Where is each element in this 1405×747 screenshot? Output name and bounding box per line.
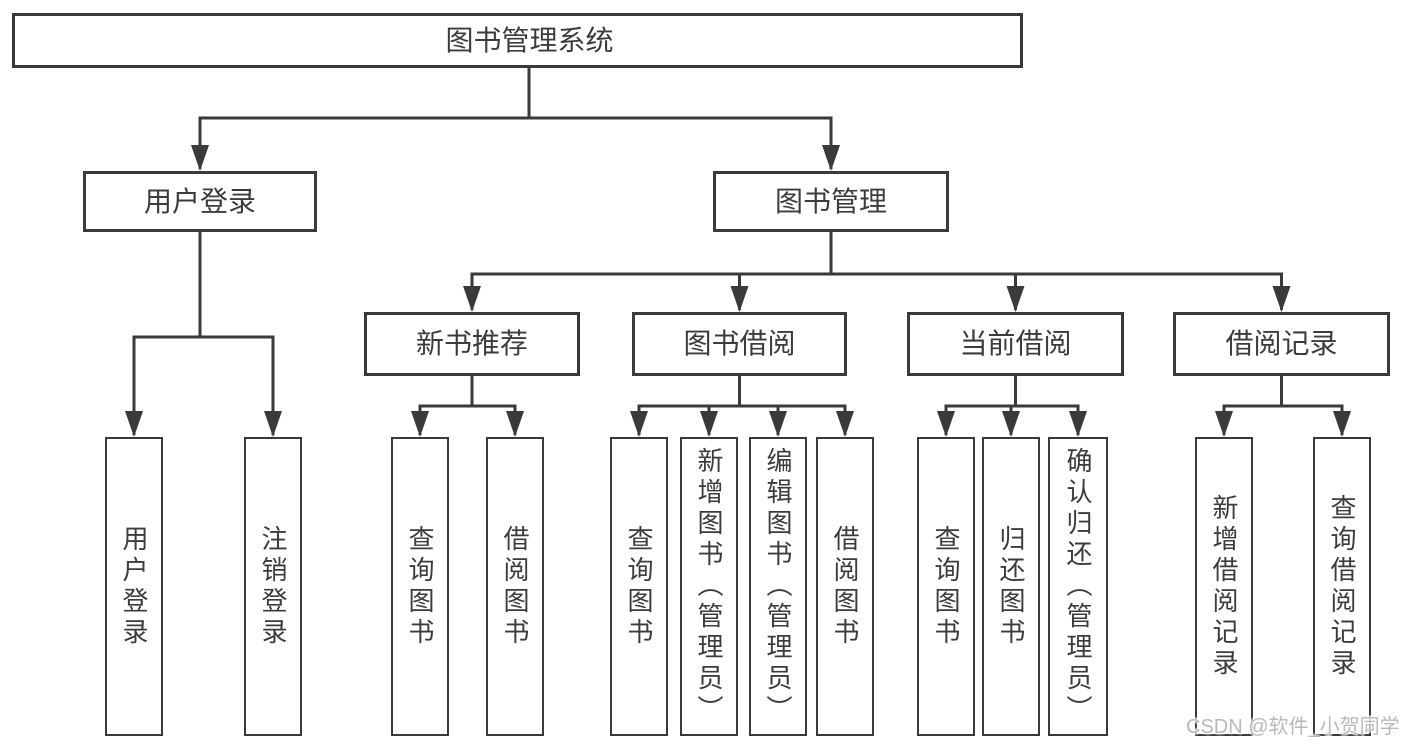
arrow-down-icon bbox=[125, 411, 143, 437]
arrow-down-icon bbox=[769, 411, 787, 437]
leaf-current-confirm-return-admin: 确认归还（管理员） bbox=[1048, 437, 1108, 736]
leaf-current-query-books: 查询图书 bbox=[917, 437, 975, 736]
leaf-borrowing-add-book-admin-label: 新增图书（管理员） bbox=[694, 447, 724, 726]
arrow-down-icon bbox=[411, 411, 429, 437]
leaf-borrowing-edit-book-admin-label: 编辑图书（管理员） bbox=[763, 447, 793, 726]
node-book-borrowing-label: 图书借阅 bbox=[683, 328, 796, 359]
node-book-management-label: 图书管理 bbox=[774, 185, 887, 217]
leaf-current-return-books: 归还图书 bbox=[982, 437, 1040, 736]
watermark: CSDN @软件_小贺同学 bbox=[1186, 716, 1400, 738]
leaf-recommend-query-books-label: 查询图书 bbox=[405, 524, 435, 649]
leaf-records-query-borrow-record: 查询借阅记录 bbox=[1313, 437, 1371, 736]
node-new-book-recommendation: 新书推荐 bbox=[364, 312, 580, 376]
edge-level3-mid-stems bbox=[738, 274, 1017, 310]
node-user-login: 用户登录 bbox=[83, 171, 317, 232]
node-root: 图书管理系统 bbox=[12, 13, 1023, 68]
leaf-borrowing-borrow-books: 借阅图书 bbox=[816, 437, 874, 736]
arrow-down-icon bbox=[191, 145, 209, 171]
leaf-records-add-borrow-record: 新增借阅记录 bbox=[1195, 437, 1253, 736]
leaf-current-query-books-label: 查询图书 bbox=[931, 524, 961, 649]
leaf-logout: 注销登录 bbox=[244, 437, 302, 736]
edge-level2-bar bbox=[198, 116, 833, 169]
arrow-down-icon bbox=[1215, 411, 1233, 437]
arrow-down-icon bbox=[1006, 286, 1025, 312]
leaf-recommend-borrow-books-label: 借阅图书 bbox=[500, 524, 530, 649]
leaf-recommend-query-books: 查询图书 bbox=[391, 437, 449, 736]
edge-user-login-bar bbox=[132, 335, 275, 435]
node-user-login-label: 用户登录 bbox=[143, 185, 256, 217]
arrow-down-icon bbox=[630, 411, 648, 437]
leaf-records-query-borrow-record-label: 查询借阅记录 bbox=[1327, 493, 1357, 680]
leaf-borrowing-query-books: 查询图书 bbox=[610, 437, 668, 736]
leaf-borrowing-borrow-books-label: 借阅图书 bbox=[830, 524, 860, 649]
arrow-down-icon bbox=[937, 411, 955, 437]
leaf-borrowing-edit-book-admin: 编辑图书（管理员） bbox=[749, 437, 807, 736]
node-current-borrowing: 当前借阅 bbox=[907, 312, 1124, 376]
arrow-down-icon bbox=[463, 286, 481, 312]
leaf-current-confirm-return-admin-label: 确认归还（管理员） bbox=[1063, 447, 1093, 726]
leaf-current-return-books-label: 归还图书 bbox=[996, 524, 1026, 649]
arrow-down-icon bbox=[1069, 411, 1087, 437]
node-borrowing-records: 借阅记录 bbox=[1173, 312, 1390, 376]
edge-new-book-group bbox=[418, 376, 517, 435]
arrow-down-icon bbox=[700, 411, 718, 437]
arrow-down-icon bbox=[730, 286, 749, 312]
arrow-down-icon bbox=[836, 411, 854, 437]
node-book-management: 图书管理 bbox=[713, 171, 949, 232]
leaf-logout-label: 注销登录 bbox=[258, 524, 288, 649]
edge-level3-bar bbox=[470, 272, 1283, 310]
arrow-down-icon bbox=[1272, 286, 1291, 312]
arrow-down-icon bbox=[822, 145, 840, 171]
arrow-down-icon bbox=[1002, 411, 1020, 437]
leaf-borrowing-add-book-admin: 新增图书（管理员） bbox=[680, 437, 738, 736]
arrow-down-icon bbox=[1333, 411, 1351, 437]
node-new-book-recommendation-label: 新书推荐 bbox=[415, 328, 528, 359]
leaf-recommend-borrow-books: 借阅图书 bbox=[486, 437, 544, 736]
edge-book-borrow-group bbox=[637, 376, 847, 435]
node-book-borrowing: 图书借阅 bbox=[632, 312, 847, 376]
edge-borrow-records-group bbox=[1222, 376, 1344, 435]
node-root-label: 图书管理系统 bbox=[445, 24, 614, 56]
arrow-down-icon bbox=[506, 411, 524, 437]
leaf-user-login-label: 用户登录 bbox=[119, 524, 149, 649]
leaf-user-login: 用户登录 bbox=[105, 437, 163, 736]
node-borrowing-records-label: 借阅记录 bbox=[1225, 328, 1338, 359]
leaf-borrowing-query-books-label: 查询图书 bbox=[624, 524, 654, 649]
arrow-down-icon bbox=[264, 411, 282, 437]
node-current-borrowing-label: 当前借阅 bbox=[959, 328, 1072, 359]
leaf-records-add-borrow-record-label: 新增借阅记录 bbox=[1209, 493, 1239, 680]
